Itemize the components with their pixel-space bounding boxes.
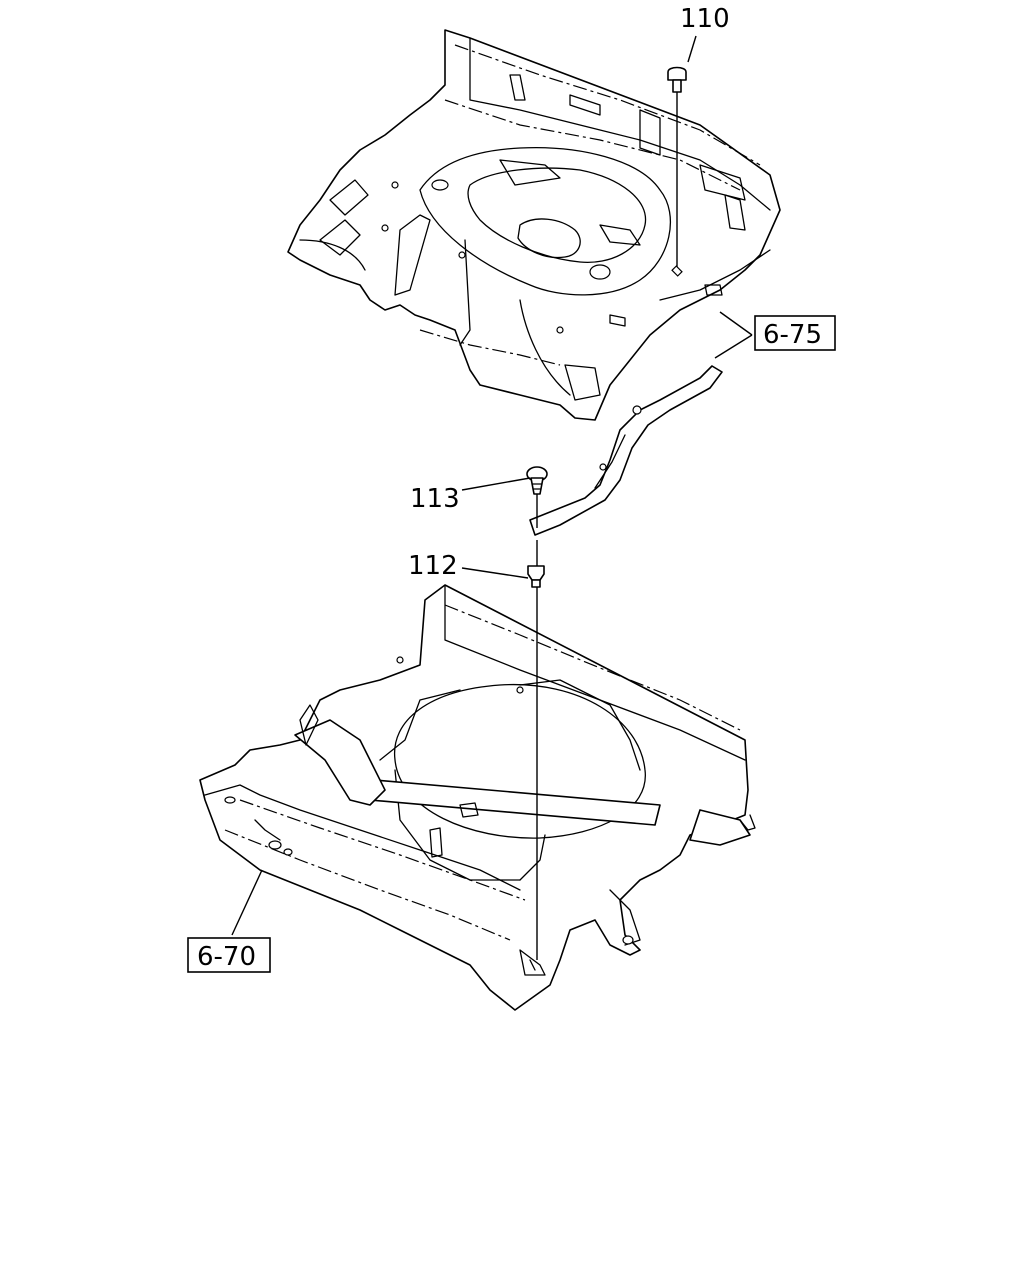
clip-112-icon [527,565,545,588]
reference-box-6-70[interactable]: 6-70 [187,937,271,973]
reference-label-6-70: 6-70 [197,942,256,972]
callout-110: 110 [680,4,730,34]
assembly-lines [231,35,753,960]
callout-112: 112 [408,551,458,581]
upper-floor-panel [287,29,781,421]
lower-floor-panel [199,584,756,1011]
clip-113-icon [526,466,548,495]
bolt-110-icon [667,66,687,93]
reference-label-6-75: 6-75 [763,320,822,350]
reference-box-6-75[interactable]: 6-75 [754,315,836,351]
callout-113: 113 [410,484,460,514]
floor-bracket [529,365,723,536]
